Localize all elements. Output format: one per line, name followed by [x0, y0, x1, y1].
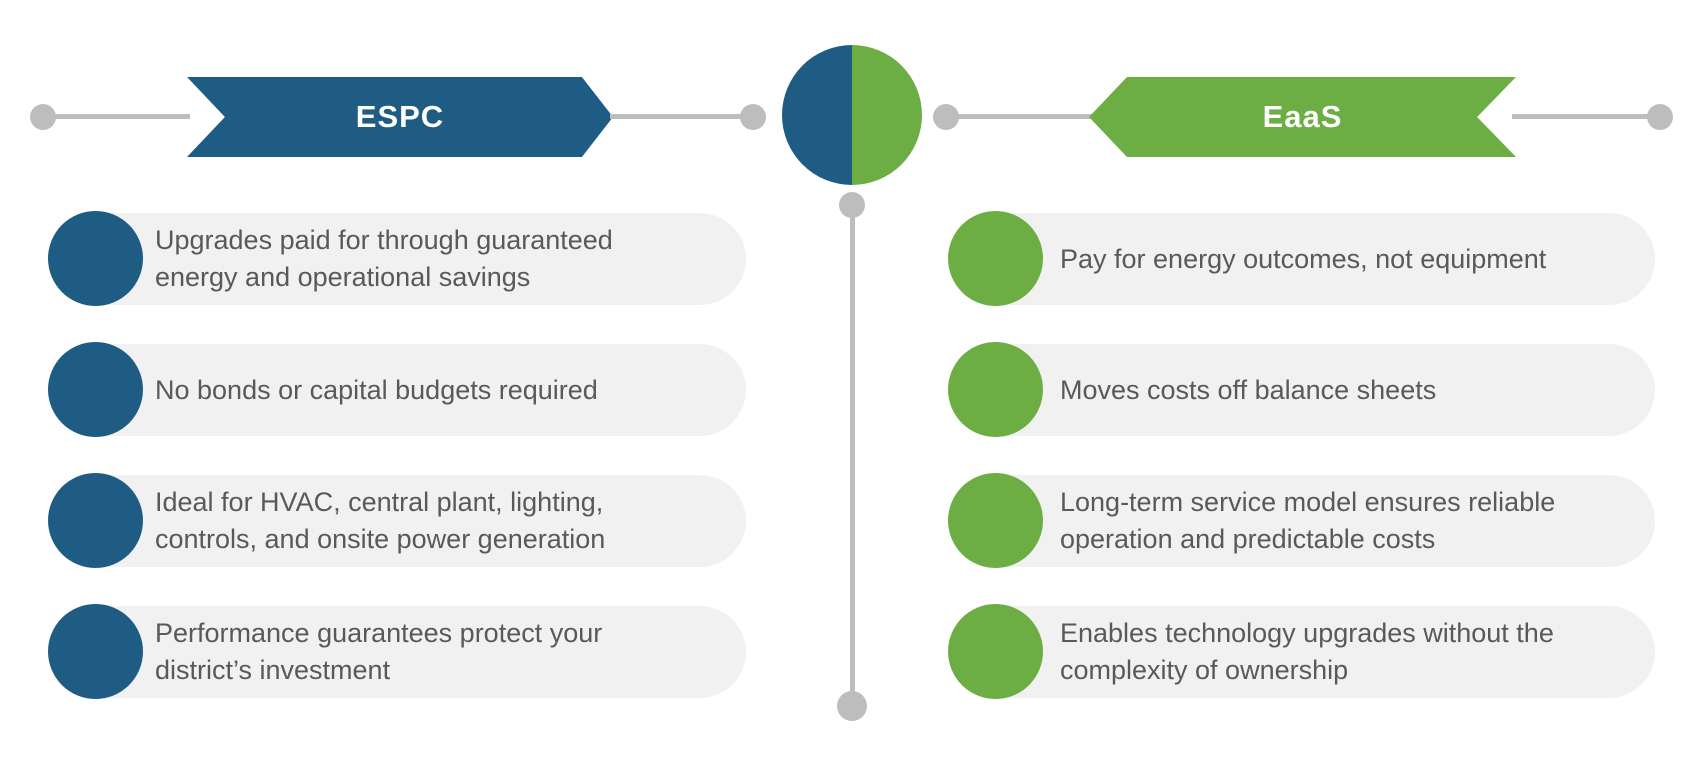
connector-line-right-outer: [1512, 114, 1658, 119]
eaas-banner: EaaS: [1089, 77, 1516, 157]
espc-item-text-value: Performance guarantees protect your dist…: [155, 618, 603, 685]
eaas-item-text: Pay for energy outcomes, not equipment: [1060, 213, 1546, 305]
eaas-list-item-4: Enables technology upgrades without the …: [948, 604, 1655, 699]
eaas-item-text-value: Long-term service model ensures reliable…: [1060, 487, 1556, 554]
eaas-item-pill: [966, 213, 1655, 305]
eaas-item-pill: [966, 344, 1655, 436]
espc-bullet-icon: [48, 604, 143, 699]
timeline-bottom-dot: [837, 691, 867, 721]
eaas-list-item-2: Moves costs off balance sheets: [948, 342, 1655, 437]
eaas-list-item-1: Pay for energy outcomes, not equipment: [948, 211, 1655, 306]
eaas-item-text: Long-term service model ensures reliable…: [1060, 475, 1600, 567]
espc-item-text-value: No bonds or capital budgets required: [155, 374, 598, 405]
espc-item-pill: [66, 344, 746, 436]
connector-dot-left-of-circle: [740, 104, 766, 130]
eaas-item-pill: [966, 606, 1655, 698]
espc-list-item-2: No bonds or capital budgets required: [48, 342, 746, 437]
connector-line-right-inner: [958, 114, 1092, 119]
espc-item-text-value: Upgrades paid for through guaranteed ene…: [155, 225, 613, 292]
connector-dot-right-of-circle: [933, 104, 959, 130]
eaas-list-item-3: Long-term service model ensures reliable…: [948, 473, 1655, 568]
eaas-item-text: Enables technology upgrades without the …: [1060, 606, 1600, 698]
espc-list-item-3: Ideal for HVAC, central plant, lighting,…: [48, 473, 746, 568]
timeline-line: [850, 205, 855, 705]
connector-endpoint-dot-right: [1647, 104, 1673, 130]
eaas-bullet-icon: [948, 342, 1043, 437]
espc-item-pill: [66, 606, 746, 698]
connector-line-left-outer: [43, 114, 190, 119]
split-circle-icon: [782, 45, 922, 185]
connector-line-left-inner: [610, 114, 745, 119]
eaas-banner-label: EaaS: [1262, 99, 1343, 134]
espc-bullet-icon: [48, 473, 143, 568]
espc-item-pill: [66, 475, 746, 567]
espc-bullet-icon: [48, 342, 143, 437]
espc-item-pill: [66, 213, 746, 305]
eaas-item-text: Moves costs off balance sheets: [1060, 344, 1436, 436]
eaas-item-text-value: Pay for energy outcomes, not equipment: [1060, 243, 1547, 274]
espc-banner: ESPC: [187, 77, 613, 157]
eaas-item-text-value: Moves costs off balance sheets: [1060, 374, 1437, 405]
espc-item-text-value: Ideal for HVAC, central plant, lighting,…: [155, 487, 606, 554]
espc-item-text: No bonds or capital budgets required: [155, 344, 598, 436]
espc-bullet-icon: [48, 211, 143, 306]
espc-banner-label: ESPC: [355, 99, 445, 134]
eaas-item-pill: [966, 475, 1655, 567]
espc-list-item-4: Performance guarantees protect your dist…: [48, 604, 746, 699]
eaas-bullet-icon: [948, 604, 1043, 699]
espc-item-text: Ideal for HVAC, central plant, lighting,…: [155, 475, 660, 567]
eaas-item-text-value: Enables technology upgrades without the …: [1060, 618, 1554, 685]
espc-item-text: Performance guarantees protect your dist…: [155, 606, 660, 698]
eaas-bullet-icon: [948, 473, 1043, 568]
espc-list-item-1: Upgrades paid for through guaranteed ene…: [48, 211, 746, 306]
eaas-bullet-icon: [948, 211, 1043, 306]
espc-item-text: Upgrades paid for through guaranteed ene…: [155, 213, 660, 305]
